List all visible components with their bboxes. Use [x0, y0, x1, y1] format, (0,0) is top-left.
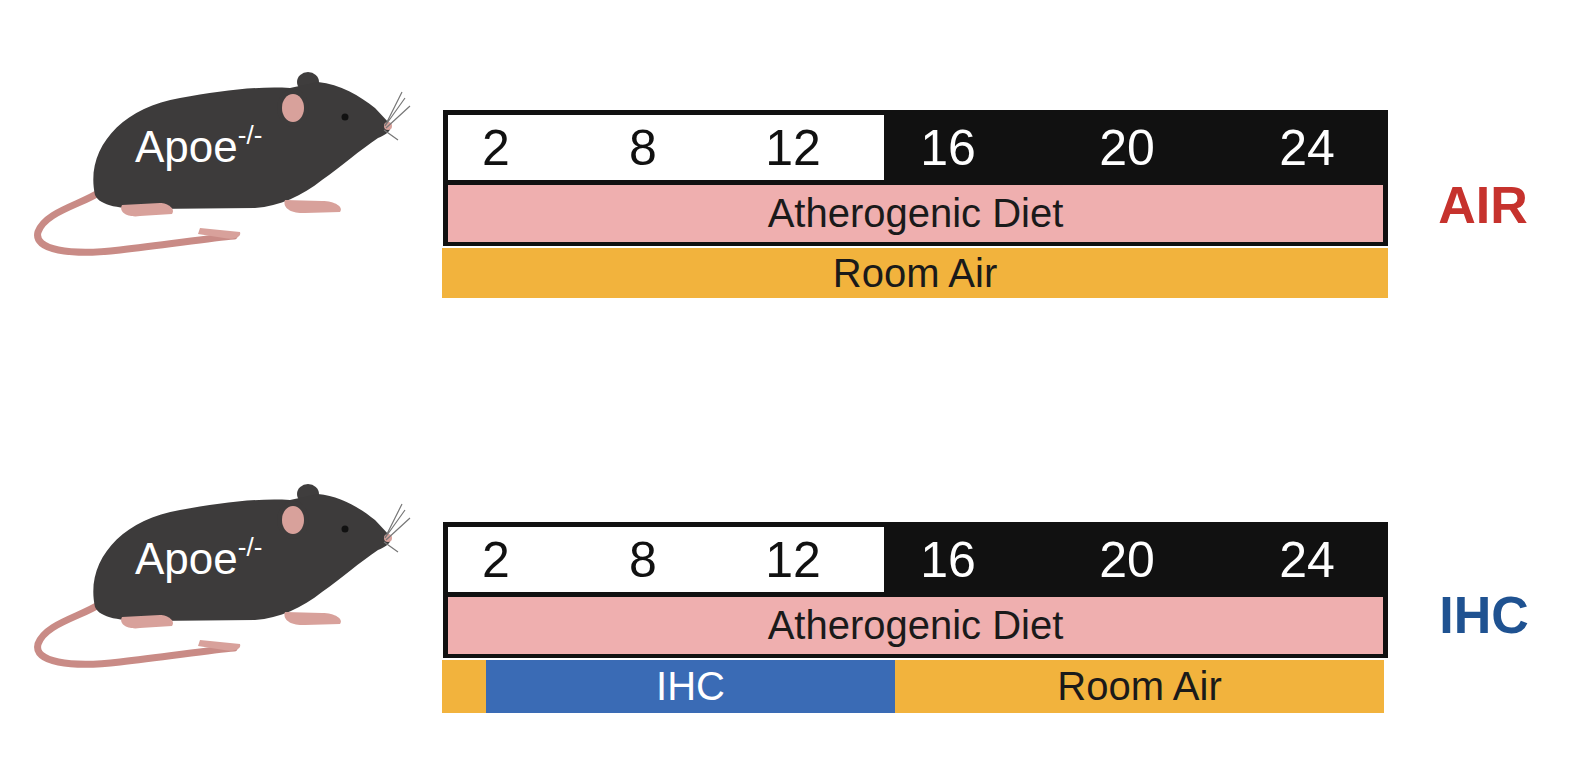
- band-label: Atherogenic Diet: [768, 191, 1064, 236]
- band-label: IHC: [656, 664, 725, 709]
- week-number: 8: [629, 119, 657, 177]
- gene-name: Apoe: [135, 534, 238, 583]
- light-period: 2 8 12: [448, 115, 884, 180]
- group-label: IHC: [1439, 585, 1529, 645]
- mouse-label: Apoe-/-: [135, 534, 262, 584]
- genotype: -/-: [238, 532, 263, 562]
- week-number: 2: [482, 531, 510, 589]
- week-number: 20: [1099, 531, 1155, 589]
- band-label: Atherogenic Diet: [768, 603, 1064, 648]
- week-number: 8: [629, 531, 657, 589]
- gene-name: Apoe: [135, 122, 238, 171]
- diet-band: Atherogenic Diet: [448, 597, 1383, 654]
- week-number: 2: [482, 119, 510, 177]
- week-number: 24: [1279, 531, 1335, 589]
- week-number: 16: [920, 119, 976, 177]
- light-period: 2 8 12: [448, 527, 884, 592]
- exposure-band: IHC: [486, 660, 895, 713]
- week-number: 24: [1279, 119, 1335, 177]
- week-number: 12: [765, 119, 821, 177]
- week-number: 20: [1099, 119, 1155, 177]
- week-number: 16: [920, 531, 976, 589]
- week-number: 12: [765, 531, 821, 589]
- exposure-band: Room Air: [442, 248, 1388, 298]
- exposure-band: Room Air: [895, 660, 1384, 713]
- genotype: -/-: [238, 120, 263, 150]
- dark-period: 16 20 24: [884, 115, 1383, 180]
- mouse-label: Apoe-/-: [135, 122, 262, 172]
- group-label: AIR: [1438, 175, 1528, 235]
- band-label: Room Air: [833, 251, 998, 296]
- band-label: Room Air: [1057, 664, 1222, 709]
- diet-band: Atherogenic Diet: [448, 185, 1383, 242]
- dark-period: 16 20 24: [884, 527, 1383, 592]
